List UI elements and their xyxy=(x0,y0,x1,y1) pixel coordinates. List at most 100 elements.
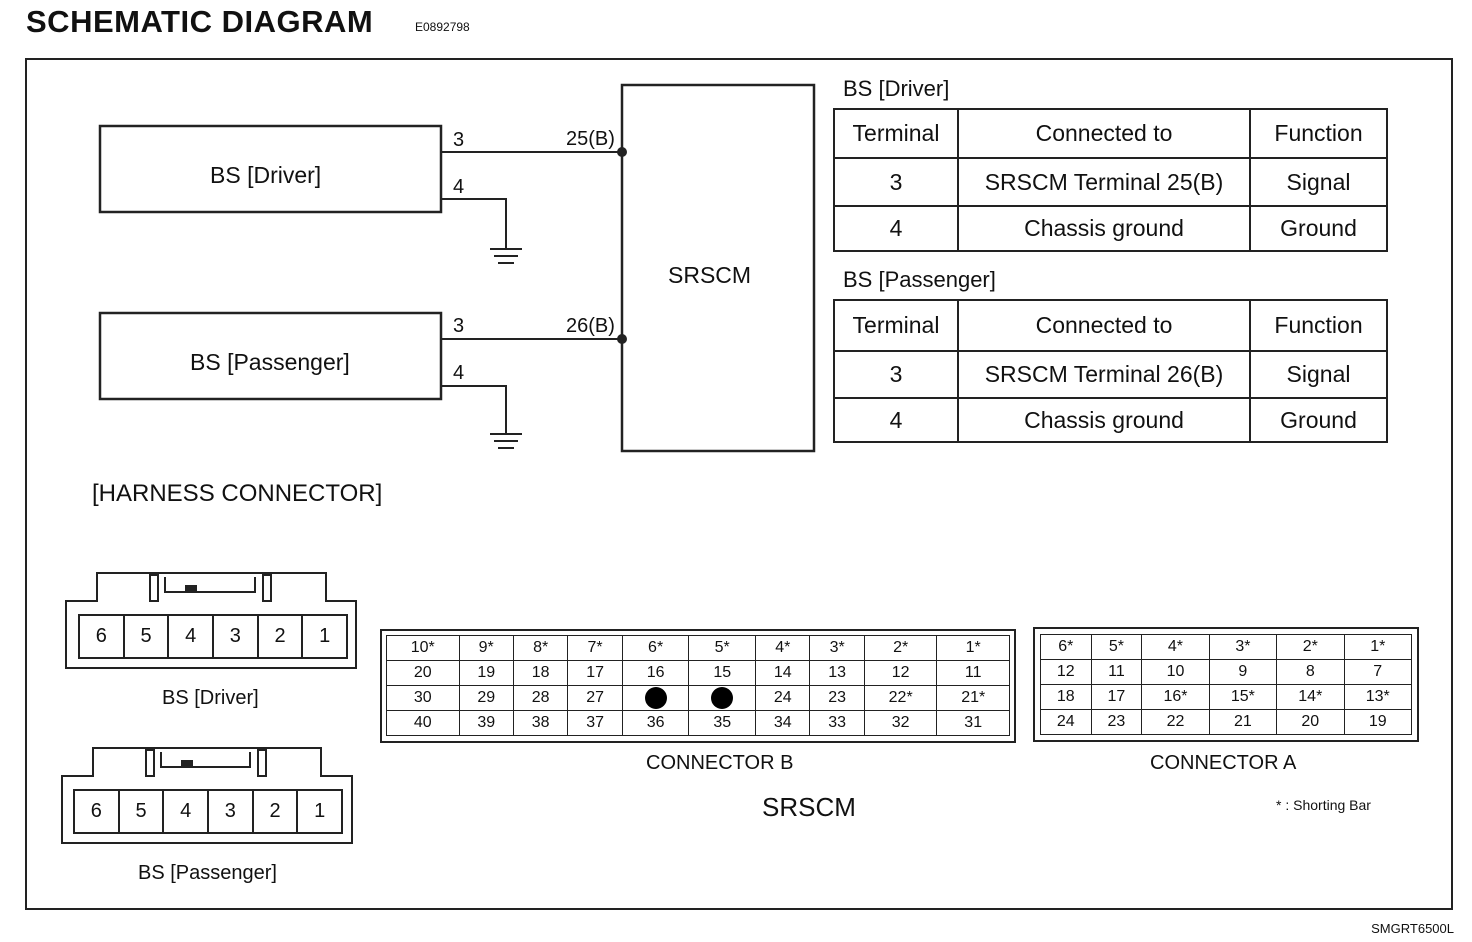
pin-cell: 7 xyxy=(1343,659,1413,685)
table-row: 3 SRSCM Terminal 25(B) Signal xyxy=(833,157,1388,207)
pin-cell: 3* xyxy=(1208,634,1278,660)
pin-cell: 6 xyxy=(80,616,125,657)
pin-cell: 20 xyxy=(386,660,460,686)
driver-ground-wire xyxy=(441,198,507,248)
table-row: 40 39 38 37 36 35 34 33 32 31 xyxy=(386,710,1010,736)
pin-cell: 14* xyxy=(1276,684,1345,710)
table-header-row: Terminal Connected to Function xyxy=(833,299,1388,352)
pin-cell: 30 xyxy=(386,685,460,711)
driver-terminal-table: Terminal Connected to Function 3 SRSCM T… xyxy=(833,108,1388,252)
table-row: 12 11 10 9 8 7 xyxy=(1040,659,1413,685)
pin-cell: 22 xyxy=(1141,709,1210,735)
pin-cell: 18 xyxy=(512,660,569,686)
header-terminal: Terminal xyxy=(833,299,959,352)
cell-function: Ground xyxy=(1249,397,1388,443)
pin-cell: 1 xyxy=(319,625,331,647)
pin-cell: 16* xyxy=(1141,684,1210,710)
pin-cell: 5 xyxy=(120,791,165,832)
passenger-pin-4-label: 4 xyxy=(453,362,465,384)
pin-cell: 6* xyxy=(621,635,690,661)
pin-cell: 38 xyxy=(512,710,569,736)
unused-pin-dot-icon xyxy=(711,687,734,709)
table-row: 18 17 16* 15* 14* 13* xyxy=(1040,684,1413,710)
pin-cell: 8 xyxy=(1276,659,1345,685)
pin-cell: 10 xyxy=(1141,659,1210,685)
srscm-box-outline xyxy=(620,83,816,453)
pin-cell: 6* xyxy=(1040,634,1092,660)
pin-cell: 14 xyxy=(755,660,811,686)
connector-a-grid: 6* 5* 4* 3* 2* 1* 12 11 10 9 8 7 18 17 1… xyxy=(1040,634,1413,735)
pin-cell: 13* xyxy=(1343,684,1413,710)
pin-cell: 28 xyxy=(512,685,569,711)
pin-cell: 12 xyxy=(1040,659,1092,685)
header-function: Function xyxy=(1249,299,1388,352)
pin-cell: 35 xyxy=(688,710,757,736)
pin-cell: 23 xyxy=(809,685,865,711)
table-row: 30 29 28 27 24 23 22* 21* xyxy=(386,685,1010,711)
pin-cell: 7* xyxy=(567,635,623,661)
pin-cell: 24 xyxy=(755,685,811,711)
pin-cell: 10* xyxy=(386,635,460,661)
pin-cell: 37 xyxy=(567,710,623,736)
cell-terminal: 4 xyxy=(833,397,959,443)
table-row: 20 19 18 17 16 15 14 13 12 11 xyxy=(386,660,1010,686)
pin-cell: 4* xyxy=(1141,634,1210,660)
pin-cell: 9* xyxy=(458,635,514,661)
unused-pin-cell xyxy=(688,685,757,711)
pin-cell: 18 xyxy=(1040,684,1092,710)
pin-cell: 2 xyxy=(259,616,304,657)
table-row: 24 23 22 21 20 19 xyxy=(1040,709,1413,735)
pin-cell: 1 xyxy=(314,800,326,822)
pin-cell: 11 xyxy=(1090,659,1143,685)
pin-cell: 5 xyxy=(125,616,170,657)
table-header-row: Terminal Connected to Function xyxy=(833,108,1388,159)
pin-cell: 2* xyxy=(863,635,938,661)
header-terminal: Terminal xyxy=(833,108,959,159)
passenger-connector-housing xyxy=(61,747,353,844)
pin-cell: 2* xyxy=(1276,634,1345,660)
pin-cell: 22* xyxy=(863,685,938,711)
pin-cell: 33 xyxy=(809,710,865,736)
pin-cell: 32 xyxy=(863,710,938,736)
passenger-connector-pins: 6 5 4 3 2 1 xyxy=(73,789,343,834)
passenger-pin-3-label: 3 xyxy=(453,315,465,337)
pin-cell: 8* xyxy=(512,635,569,661)
cell-connected-to: SRSCM Terminal 26(B) xyxy=(957,350,1251,399)
cell-terminal: 3 xyxy=(833,157,959,207)
pin-cell: 17 xyxy=(567,660,623,686)
shorting-bar-note: * : Shorting Bar xyxy=(1276,797,1371,813)
connector-b-label: CONNECTOR B xyxy=(646,752,794,774)
srscm-box-label: SRSCM xyxy=(668,262,752,288)
passenger-connector-label: BS [Passenger] xyxy=(138,862,277,884)
table-row: 3 SRSCM Terminal 26(B) Signal xyxy=(833,350,1388,399)
pin-cell: 9 xyxy=(1208,659,1278,685)
driver-box-outline xyxy=(98,124,443,214)
pin-cell: 1* xyxy=(936,635,1010,661)
pin-cell: 3* xyxy=(809,635,865,661)
driver-junction-dot xyxy=(617,147,627,157)
pin-cell: 12 xyxy=(863,660,938,686)
cell-connected-to: Chassis ground xyxy=(957,205,1251,252)
page-title: SCHEMATIC DIAGRAM xyxy=(26,4,374,39)
diagram-frame xyxy=(25,58,1453,910)
cell-function: Signal xyxy=(1249,350,1388,399)
driver-connector-housing xyxy=(65,572,357,669)
document-code: E0892798 xyxy=(415,20,470,34)
header-connected-to: Connected to xyxy=(957,108,1251,159)
table-row: 10* 9* 8* 7* 6* 5* 4* 3* 2* 1* xyxy=(386,635,1010,661)
passenger-ground-symbol xyxy=(490,433,522,449)
passenger-terminal-table: Terminal Connected to Function 3 SRSCM T… xyxy=(833,299,1388,443)
pin-cell: 17 xyxy=(1090,684,1143,710)
driver-box-label: BS [Driver] xyxy=(210,162,322,188)
pin-cell: 3 xyxy=(214,616,259,657)
pin-cell: 2 xyxy=(254,791,299,832)
pin-cell: 3 xyxy=(209,791,254,832)
cell-terminal: 4 xyxy=(833,205,959,252)
table-row: 4 Chassis ground Ground xyxy=(833,205,1388,252)
cell-connected-to: SRSCM Terminal 25(B) xyxy=(957,157,1251,207)
srscm-pin-26b-label: 26(B) xyxy=(566,315,615,337)
pin-cell: 4* xyxy=(755,635,811,661)
pin-cell: 34 xyxy=(755,710,811,736)
passenger-ground-wire xyxy=(441,385,507,433)
pin-cell: 13 xyxy=(809,660,865,686)
